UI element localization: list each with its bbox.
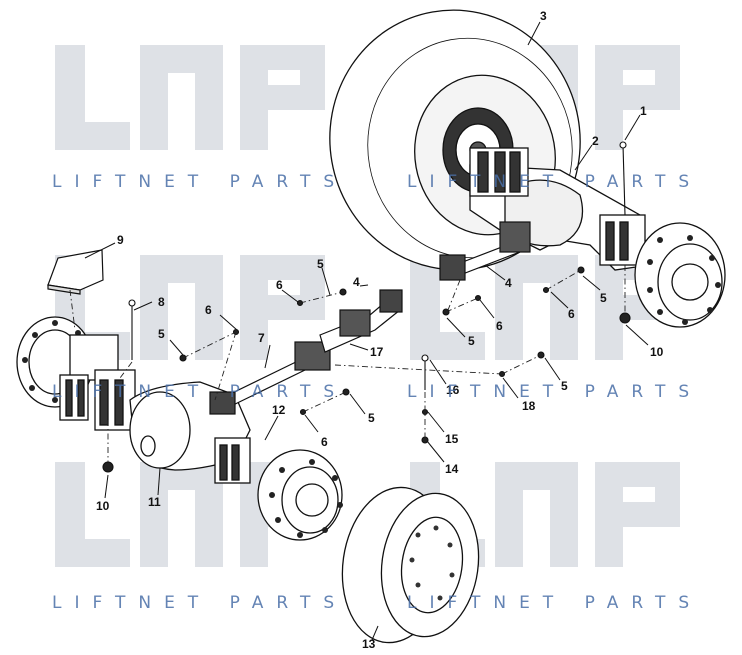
- front-axle-assembly: [16, 316, 343, 541]
- callout-15: 15: [445, 432, 459, 446]
- callout-6-b: 6: [205, 303, 212, 317]
- callout-6-d: 6: [568, 307, 575, 321]
- callout-5-d: 5: [561, 379, 568, 393]
- leader-lines: [84, 21, 649, 641]
- drive-shaft-upper: [439, 221, 531, 281]
- callout-5-f: 5: [368, 411, 375, 425]
- watermark-logo: [55, 45, 325, 150]
- callout-8: 8: [158, 295, 165, 309]
- callout-12: 12: [272, 403, 286, 417]
- callout-18: 18: [522, 399, 536, 413]
- callout-10-right: 10: [650, 345, 664, 359]
- watermark-tagline: LIFTNET PARTS: [52, 172, 348, 192]
- drive-shaft-lower: [209, 341, 331, 415]
- callout-2: 2: [592, 134, 599, 148]
- watermark-tagline: LIFTNET PARTS: [407, 382, 703, 402]
- callout-10-left: 10: [96, 499, 110, 513]
- callout-3: 3: [540, 9, 547, 23]
- callout-17: 17: [370, 345, 384, 359]
- callout-4-upper: 4: [505, 276, 512, 290]
- universal-joint: [319, 289, 403, 353]
- watermark-tagline: LIFTNET PARTS: [407, 593, 703, 613]
- callout-6-a: 6: [276, 278, 283, 292]
- assembly-lines: [69, 265, 626, 462]
- callout-11: 11: [148, 495, 161, 509]
- watermark-tagline: LIFTNET PARTS: [52, 382, 348, 402]
- callout-6-c: 6: [496, 319, 503, 333]
- rear-axle-housing: [469, 147, 726, 328]
- watermark-tagline: LIFTNET PARTS: [52, 593, 348, 613]
- callout-labels: 1 2 3 4 4 5 5 5 5 5 5 6 6 6 6 6 7 8 9 10…: [96, 9, 664, 651]
- callout-7: 7: [258, 331, 265, 345]
- watermark-tagline: LIFTNET PARTS: [407, 172, 703, 192]
- callout-5-e: 5: [158, 327, 165, 341]
- callout-6-e: 6: [321, 435, 328, 449]
- callout-13: 13: [362, 637, 376, 651]
- callout-5-b: 5: [600, 291, 607, 305]
- hardware: [102, 141, 631, 473]
- callout-9: 9: [117, 233, 124, 247]
- callout-1: 1: [640, 104, 647, 118]
- callout-5-c: 5: [468, 334, 475, 348]
- callout-4-lower: 4: [353, 275, 360, 289]
- wheel-rim: [341, 486, 480, 644]
- callout-5-a: 5: [317, 257, 324, 271]
- tire: [329, 9, 581, 271]
- callout-14: 14: [445, 462, 459, 476]
- callout-16: 16: [446, 383, 460, 397]
- cover-plate: [47, 249, 104, 295]
